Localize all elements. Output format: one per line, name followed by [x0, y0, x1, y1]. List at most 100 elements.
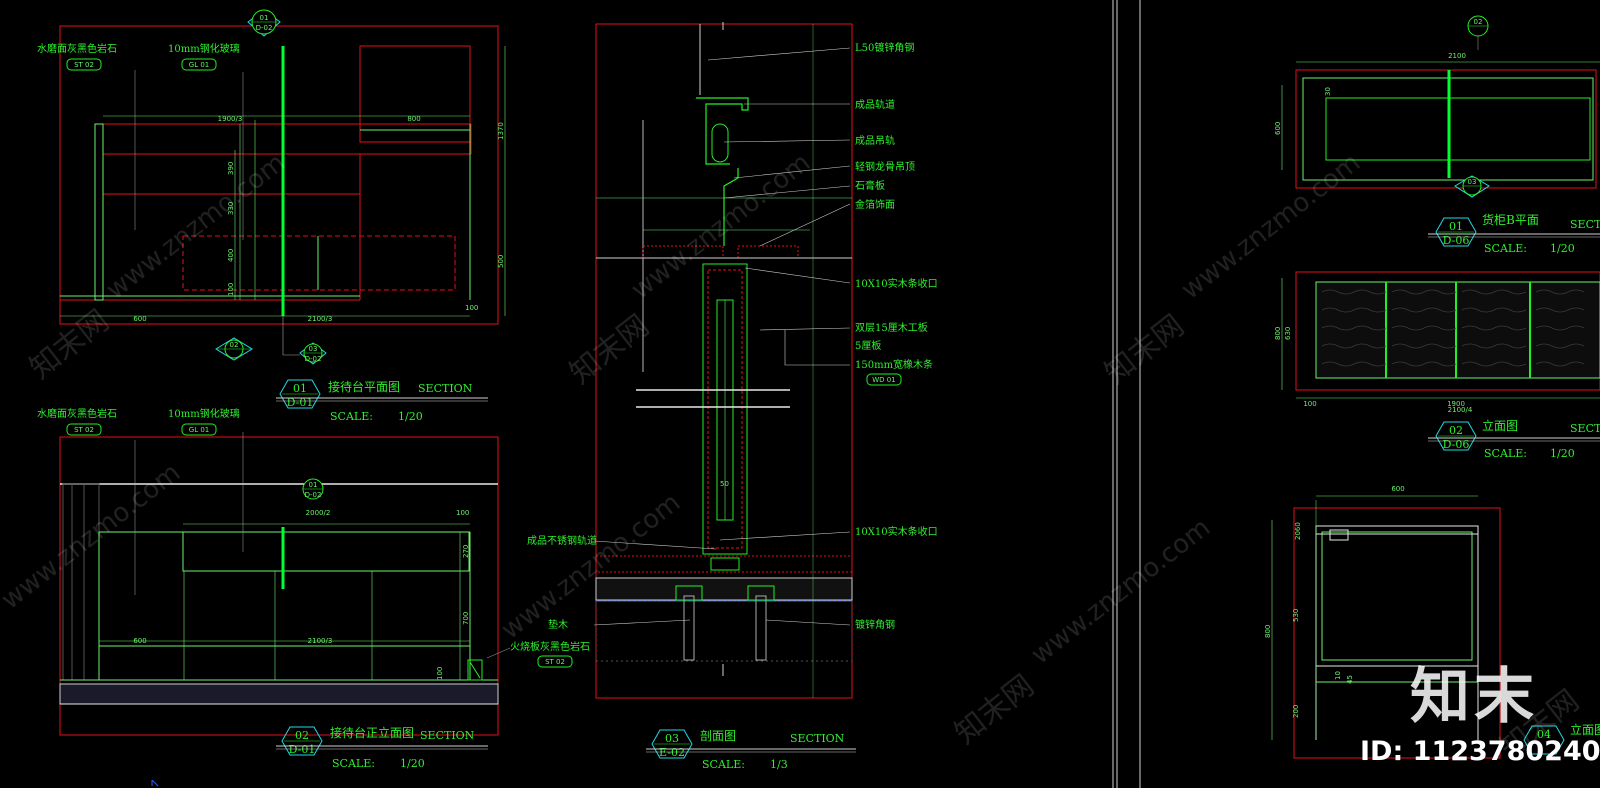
elev-dim-mid-a: 600	[133, 637, 146, 645]
plan-scale-label: SCALE:	[330, 410, 373, 423]
cabinet-section2-word: SECTIO	[1570, 422, 1600, 435]
elev-dim-r3: 100	[436, 667, 444, 680]
plan-drawing	[59, 25, 506, 325]
plan-marker-right-ref: D-02	[305, 355, 322, 363]
plan-section-word: SECTION	[418, 382, 473, 395]
section-label-6: 10X10实木条收口	[855, 277, 938, 290]
cabinet-elev-dim-bottom-a: 100	[1303, 400, 1316, 408]
section-label-angle: 镀锌角钢	[855, 618, 895, 631]
cabinet-callout-num: 02	[1474, 18, 1483, 26]
cabinet-scale2-label: SCALE:	[1484, 447, 1527, 460]
cabinet-elev-dim-left-b: 630	[1284, 327, 1292, 340]
elev-title-block: 02 D-01 接待台正立面图 SECTION SCALE: 1/20	[276, 725, 488, 770]
elev-tag-glass: GL 01	[189, 426, 209, 434]
plan-title-block: 01 D-01 接待台平面图 SECTION SCALE: 1/20	[276, 379, 488, 423]
section-scale-label: SCALE:	[702, 758, 745, 771]
cabinet-marker-bottom: 03	[1454, 175, 1490, 198]
cabinet-side-dim-top: 600	[1391, 485, 1404, 493]
cabinet-side-dim-r1: 10	[1334, 671, 1342, 680]
brand-id: ID: 1123780240	[1360, 736, 1600, 767]
plan-dim-right-a: 1370	[497, 122, 505, 140]
section-labels: L50镀锌角钢 成品轨道 成品吊轨 轻钢龙骨吊顶 石膏板 金箔饰面 10X10实…	[527, 41, 938, 631]
plan-dim-top-b: 800	[407, 115, 420, 123]
elev-title-ref: D-01	[289, 743, 316, 756]
elev-tag-fire-stone: ST 02	[545, 658, 565, 666]
section-label-1: 成品轨道	[855, 98, 895, 111]
section-label-trim: 10X10实木条收口	[855, 525, 938, 538]
plan-dim-right-c: 100	[465, 304, 478, 312]
section-label-5: 金箔饰面	[855, 198, 895, 211]
section-tag-wd: WD 01	[872, 376, 895, 384]
cabinet-side-dim-l2: 530	[1292, 609, 1300, 622]
plan-dim-bottom-b: 2100/3	[308, 315, 333, 323]
cabinet-side-dim-l1: 2060	[1294, 522, 1302, 540]
cabinet-title1: 货柜B平面	[1482, 212, 1539, 227]
plan-dim-v4: 100	[227, 283, 235, 296]
cabinet-scale2: 1/20	[1550, 447, 1575, 460]
elev-label-glass: 10mm钢化玻璃	[168, 407, 240, 420]
section-label-shim: 垫木	[548, 618, 568, 631]
elev-title: 接待台正立面图	[330, 725, 414, 740]
plan-dim-v2: 330	[227, 202, 235, 215]
plan-dim-bottom-a: 600	[133, 315, 146, 323]
section-leaders	[593, 47, 851, 626]
watermark-url: www.znzmo.com	[101, 148, 291, 306]
section-title: 剖面图	[700, 729, 736, 743]
watermark-url: www.znzmo.com	[626, 148, 816, 306]
plan-marker-right-num: 03	[309, 345, 318, 353]
cabinet-elevation-drawing	[1281, 271, 1600, 399]
cabinet-dim-inner: 30	[1324, 87, 1332, 96]
plan-dim-v1: 390	[227, 162, 235, 175]
cursor-mark	[151, 779, 159, 787]
section-label-4: 石膏板	[855, 179, 885, 192]
section-label-8: 5厘板	[855, 339, 881, 352]
plan-dim-v3: 400	[227, 249, 235, 262]
cabinet-title3-block: 04 立面图	[1523, 722, 1600, 755]
section-section-word: SECTION	[790, 732, 845, 745]
elev-title-num: 02	[295, 729, 309, 742]
section-label-9: 150mm宽橡木条	[855, 358, 933, 371]
cabinet-scale1: 1/20	[1550, 242, 1575, 255]
section-label-0: L50镀锌角钢	[855, 41, 914, 54]
cabinet-marker-num: 03	[1468, 178, 1477, 186]
elev-callout-ref: D-02	[305, 491, 322, 499]
cabinet-elev-dim-left-a: 800	[1274, 327, 1282, 340]
section-dim-mid: 50	[720, 480, 729, 488]
elev-scale: 1/20	[400, 757, 425, 770]
watermark-url: www.znzmo.com	[0, 458, 186, 616]
plan-label-glass: 10mm钢化玻璃	[168, 42, 240, 55]
section-scale: 1/3	[770, 758, 788, 771]
section-title-ref: E-02	[659, 746, 685, 759]
cabinet-elev-dim-bottom-c: 2100/4	[1448, 406, 1473, 414]
watermark-cn: 知末网	[1098, 308, 1190, 391]
elev-dim-r2: 700	[462, 612, 470, 625]
watermark-cn: 知末网	[563, 308, 655, 391]
plan-title-ref: D-01	[287, 396, 314, 409]
elev-tag-stone: ST 02	[74, 426, 94, 434]
cabinet-side-dim-l4: 200	[1292, 705, 1300, 718]
section-label-7: 双层15厘木工板	[855, 321, 928, 334]
cabinet-title2-block: 02 D-06 立面图 SECTIO SCALE: 1/20	[1428, 418, 1600, 460]
elev-dim-mid-b: 2100/3	[308, 637, 333, 645]
plan-tag-stone: ST 02	[74, 61, 94, 69]
plan-section-callout: 01 D-02	[247, 9, 281, 37]
plan-marker-03: 03 D-02	[282, 316, 327, 365]
cabinet-side-dim-l3: 800	[1264, 625, 1272, 638]
sheet-separator	[1112, 0, 1141, 788]
plan-scale: 1/20	[398, 410, 423, 423]
cabinet-title3: 立面图	[1570, 722, 1600, 737]
cabinet-scale1-label: SCALE:	[1484, 242, 1527, 255]
watermark-layer: 知末网 www.znzmo.com www.znzmo.com 知末网 www.…	[0, 148, 1586, 767]
plan-tag-glass: GL 01	[189, 61, 209, 69]
elevation-drawing	[59, 432, 499, 736]
cabinet-title1-block: 01 D-06 货柜B平面 SECTIO SCALE: 1/20	[1428, 212, 1600, 255]
brand-overlay: 知末 ID: 1123780240	[1360, 648, 1600, 788]
section-title-num: 03	[665, 732, 679, 745]
cabinet-dim-top: 2100	[1448, 52, 1466, 60]
elev-callout: 01 D-02	[302, 478, 324, 500]
plan-title: 接待台平面图	[328, 379, 400, 394]
cabinet-side-dim-r2: 45	[1346, 675, 1354, 684]
cabinet-elev-dim-bottom-b: 1900	[1447, 400, 1465, 408]
cabinet-title1-ref: D-06	[1443, 234, 1470, 247]
